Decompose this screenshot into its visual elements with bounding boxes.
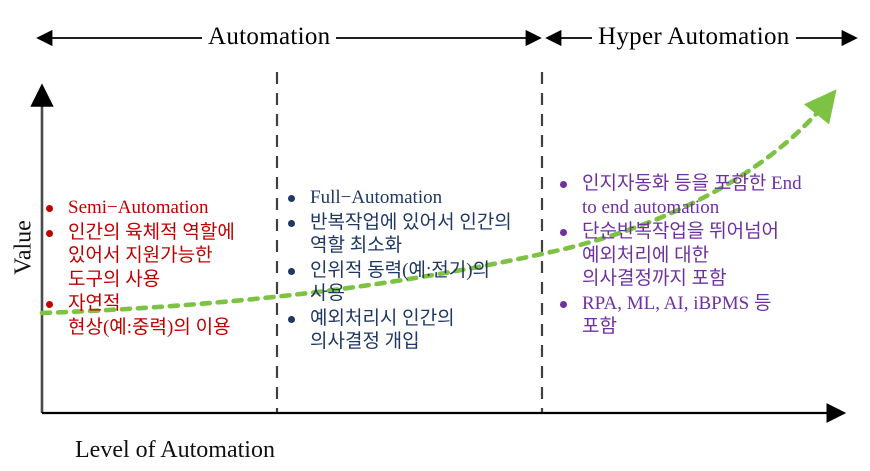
list-item-text: Semi−Automation [68, 197, 209, 218]
hyper-automation-range-label: Hyper Automation [592, 22, 796, 52]
y-axis-label: Value [10, 220, 37, 275]
list-item: 인지자동화 등을 포함한 End to end automation [560, 172, 850, 219]
bullet-icon [288, 219, 295, 227]
list-item-text: 인간의 육체적 역할에 있어서 지원가능한 도구의 사용 [68, 221, 235, 290]
list-item-text: 반복작업에 있어서 인간의 역할 최소화 [310, 211, 512, 257]
list-item-text: Full−Automation [310, 187, 443, 208]
bullet-icon [288, 195, 295, 202]
bullet-icon [560, 229, 567, 236]
bullet-icon [560, 181, 567, 188]
full-automation-column: Full−Automation 반복작업에 있어서 인간의 역할 최소화 인위적… [288, 186, 528, 355]
list-item: 반복작업에 있어서 인간의 역할 최소화 [288, 211, 528, 258]
list-item-text: 자연적 현상(예:중력)의 이용 [68, 293, 231, 338]
list-item: Full−Automation [288, 186, 528, 210]
list-item: 단순반복작업을 뛰어넘어 예외처리에 대한 의사결정까지 포함 [560, 220, 850, 291]
list-item: 자연적 현상(예:중력)의 이용 [46, 292, 278, 339]
bullet-icon [288, 315, 295, 323]
semi-automation-column: Semi−Automation 인간의 육체적 역할에 있어서 지원가능한 도구… [46, 196, 278, 340]
list-item-text: RPA, ML, AI, iBPMS 등 포함 [582, 292, 772, 338]
bullet-icon [46, 301, 53, 308]
list-item-text: 단순반복작업을 뛰어넘어 예외처리에 대한 의사결정까지 포함 [582, 221, 780, 289]
list-item: 인위적 동력(예:전기)의 사용 [288, 259, 528, 306]
bullet-icon [46, 229, 53, 237]
bullet-icon [288, 267, 295, 275]
list-item: 인간의 육체적 역할에 있어서 지원가능한 도구의 사용 [46, 221, 278, 292]
x-axis-label: Level of Automation [75, 437, 275, 463]
list-item-text: 인위적 동력(예:전기)의 사용 [310, 259, 491, 305]
list-item: 예외처리시 인간의 의사결정 개입 [288, 307, 528, 354]
bullet-icon [46, 205, 53, 212]
list-item: Semi−Automation [46, 196, 278, 220]
list-item-text: 예외처리시 인간의 의사결정 개입 [310, 307, 455, 353]
bullet-icon [560, 300, 567, 308]
hyper-automation-column: 인지자동화 등을 포함한 End to end automation 단순반복작… [560, 172, 850, 340]
list-item: RPA, ML, AI, iBPMS 등 포함 [560, 292, 850, 339]
list-item-text: 인지자동화 등을 포함한 End to end automation [582, 173, 802, 218]
automation-range-label: Automation [202, 22, 337, 52]
